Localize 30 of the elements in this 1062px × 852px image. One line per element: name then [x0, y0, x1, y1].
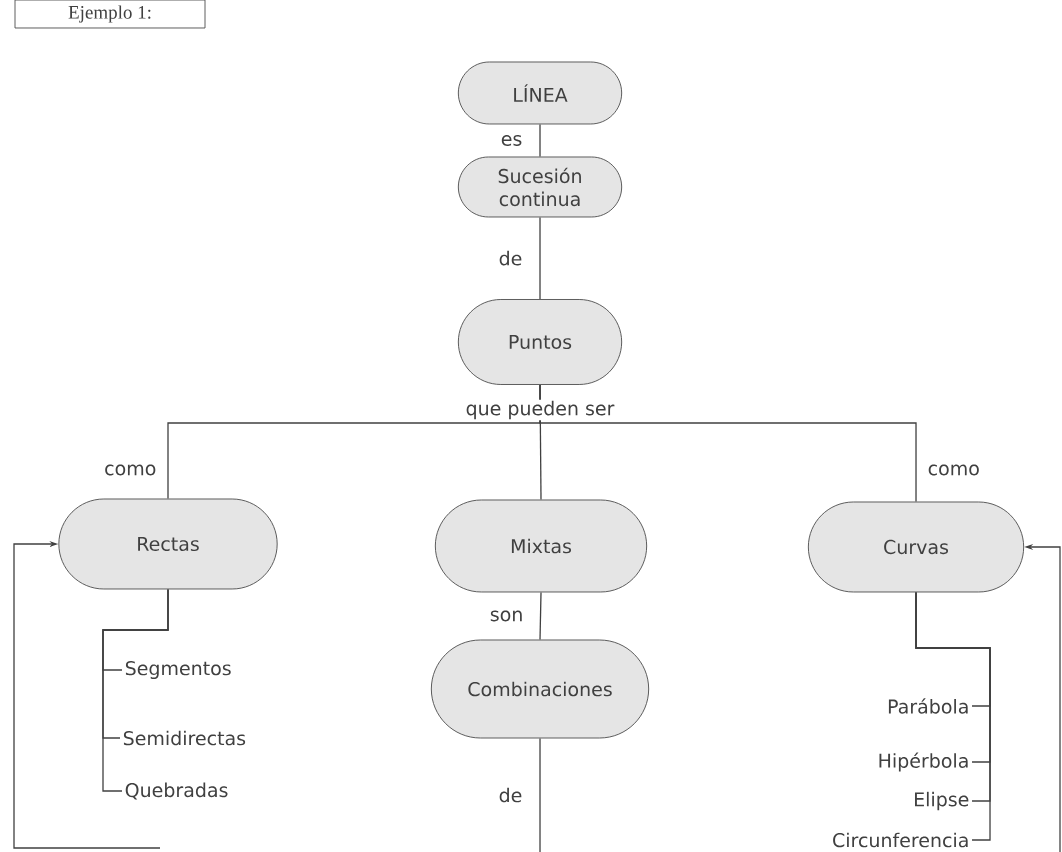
connector — [915, 591, 991, 841]
connector — [539, 737, 541, 852]
title-box: Ejemplo 1: — [14, 0, 206, 29]
connector — [539, 216, 541, 300]
edge-label: como — [928, 464, 979, 476]
edge-label: son — [490, 610, 522, 622]
edge-label: que pueden ser — [464, 399, 616, 421]
edge-label: de — [499, 250, 522, 266]
leaf-text: Hipérbola — [879, 752, 968, 772]
concept-pill: Combinaciones — [430, 639, 650, 739]
leaf-text: Semidirectas — [123, 730, 246, 746]
connector — [102, 588, 169, 792]
concept-pill: Rectas — [58, 498, 278, 590]
concept-pill: Mixtas — [434, 499, 648, 593]
leaf-text: Circunferencia — [833, 832, 968, 848]
connector — [539, 384, 917, 503]
connector — [539, 123, 541, 158]
concept-pill: LÍNEA — [457, 61, 623, 125]
concept-pill: Curvas — [807, 501, 1025, 593]
concept-pill: Puntos — [457, 299, 623, 385]
connector — [539, 591, 542, 641]
connector — [13, 540, 161, 849]
leaf-text: Quebradas — [125, 782, 228, 800]
edge-label: de — [499, 787, 522, 803]
concept-pill: Sucesión continua — [457, 156, 623, 218]
edge-label: como — [105, 464, 156, 476]
leaf-text: Elipse — [915, 791, 969, 811]
edge-label: es — [501, 135, 522, 146]
leaf-text: Segmentos — [125, 660, 231, 679]
leaf-text: Parábola — [888, 698, 968, 714]
